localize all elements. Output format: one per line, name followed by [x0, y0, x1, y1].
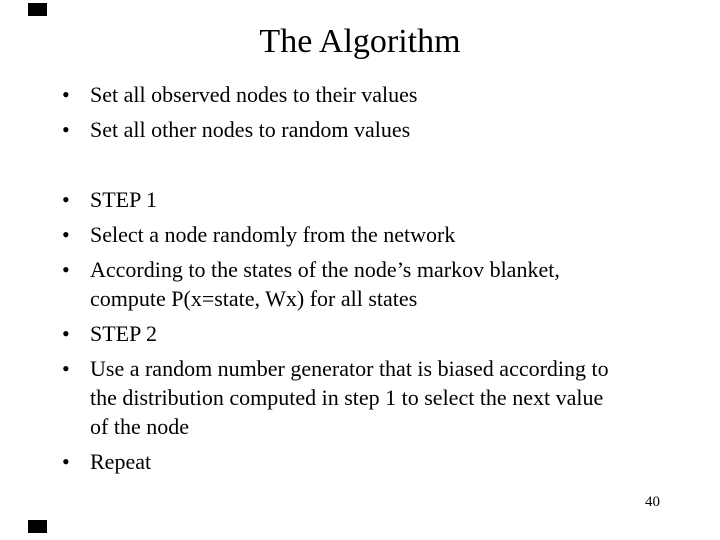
bullet-line: Set all observed nodes to their values — [90, 82, 418, 107]
bullet-icon: • — [62, 257, 70, 282]
bullet-text: Use a random number generator that is bi… — [90, 354, 609, 441]
bullet-line: According to the states of the node’s ma… — [90, 257, 560, 282]
bullet-text: According to the states of the node’s ma… — [90, 255, 560, 313]
bullet-line: of the node — [90, 414, 189, 439]
bullet-icon: • — [62, 187, 70, 212]
bullet-line: Repeat — [90, 449, 152, 474]
bullet-item: • STEP 2 — [62, 319, 704, 348]
bullet-item: • Use a random number generator that is … — [62, 354, 704, 441]
bullet-list: • Set all observed nodes to their values… — [62, 80, 704, 482]
bullet-text: Select a node randomly from the network — [90, 220, 455, 249]
bullet-item: • Set all observed nodes to their values — [62, 80, 704, 109]
corner-mark-bottom-left — [28, 520, 47, 533]
bullet-text: Set all other nodes to random values — [90, 115, 410, 144]
bullet-item: • According to the states of the node’s … — [62, 255, 704, 313]
bullet-line: Select a node randomly from the network — [90, 222, 456, 247]
bullet-item: • Select a node randomly from the networ… — [62, 220, 704, 249]
bullet-line: compute P(x=state, Wx) for all states — [90, 286, 418, 311]
bullet-line: Set all other nodes to random values — [90, 117, 411, 142]
bullet-icon: • — [62, 356, 70, 381]
slide-title: The Algorithm — [259, 23, 461, 60]
bullet-text: Repeat — [90, 447, 151, 476]
bullet-text: STEP 1 — [90, 185, 157, 214]
bullet-icon: • — [62, 321, 70, 346]
blank-line-spacer — [62, 150, 704, 185]
bullet-icon: • — [62, 117, 70, 142]
bullet-text: STEP 2 — [90, 319, 157, 348]
bullet-icon: • — [62, 82, 70, 107]
bullet-item: • Set all other nodes to random values — [62, 115, 704, 144]
corner-mark-top-left — [28, 3, 47, 16]
bullet-text: Set all observed nodes to their values — [90, 80, 417, 109]
bullet-item: • Repeat — [62, 447, 704, 476]
bullet-icon: • — [62, 449, 70, 474]
bullet-line: STEP 1 — [90, 187, 158, 212]
bullet-line: Use a random number generator that is bi… — [90, 356, 609, 381]
page-number: 40 — [645, 494, 660, 510]
bullet-line: the distribution computed in step 1 to s… — [90, 385, 604, 410]
bullet-icon: • — [62, 222, 70, 247]
bullet-item: • STEP 1 — [62, 185, 704, 214]
bullet-line: STEP 2 — [90, 321, 158, 346]
